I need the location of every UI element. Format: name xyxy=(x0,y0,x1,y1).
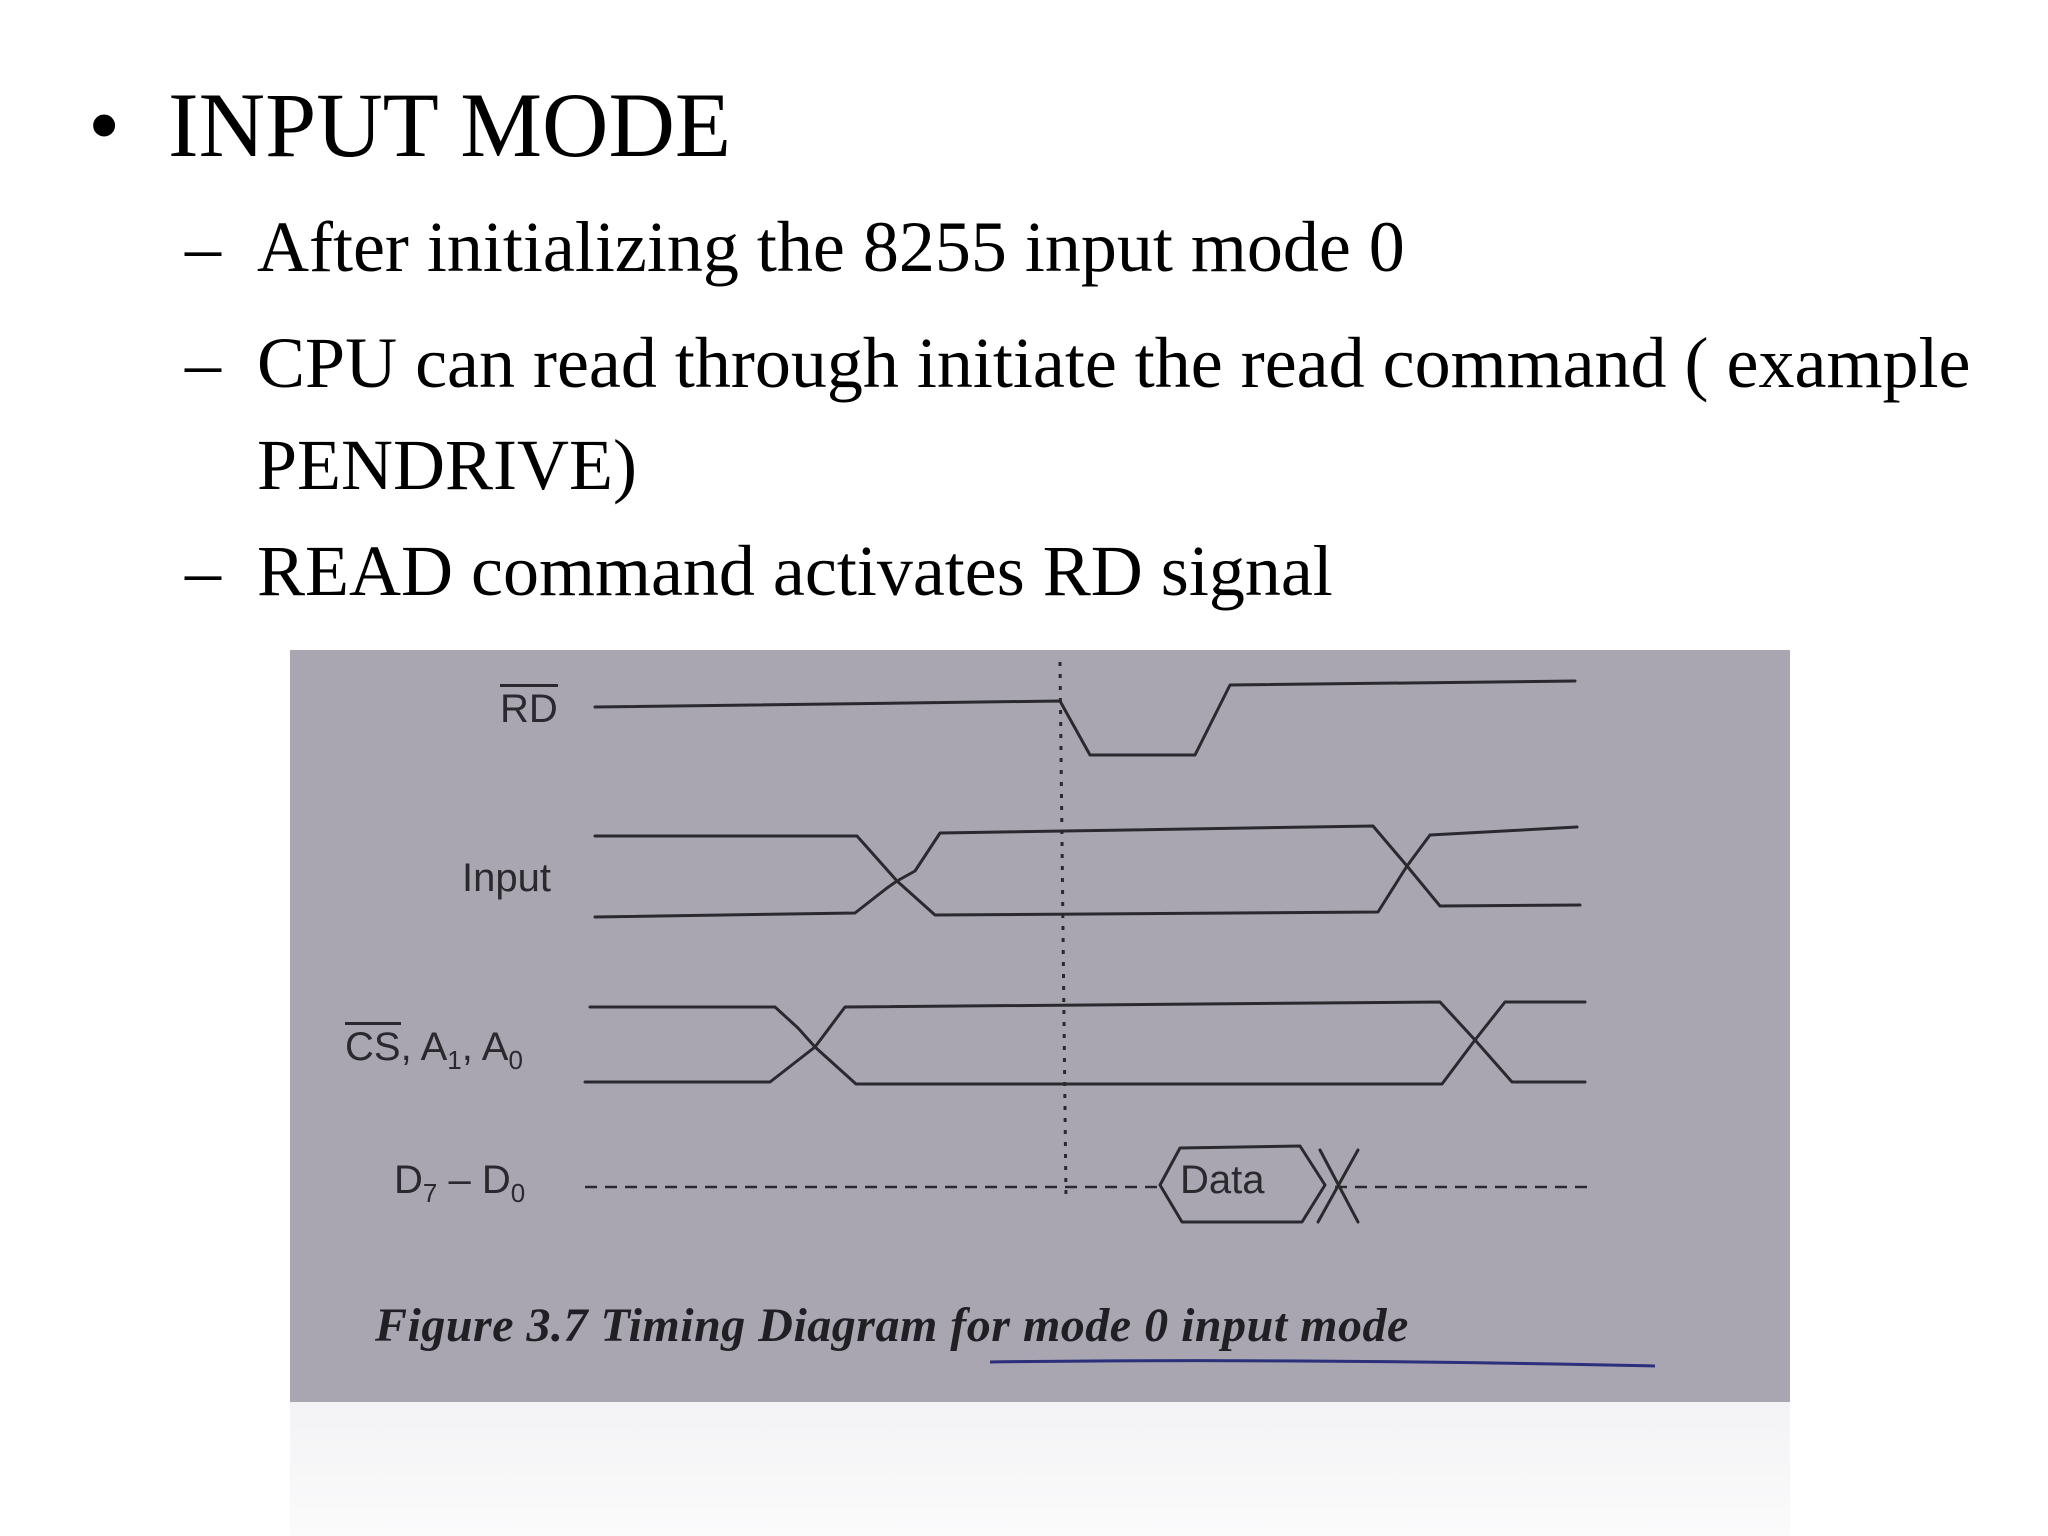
sub-point-text: CPU can read through initiate the read c… xyxy=(257,312,2017,516)
bullet-dot: • xyxy=(88,70,148,180)
input-waveform-lower xyxy=(595,866,1580,917)
figure-caption: Figure 3.7 Timing Diagram for mode 0 inp… xyxy=(375,1298,1409,1353)
cs-waveform-upper xyxy=(590,1002,1585,1047)
sub-point-text: After initializing the 8255 input mode 0 xyxy=(257,196,2017,298)
caption-underline xyxy=(990,1361,1655,1366)
dash: – xyxy=(185,312,245,414)
data-box-label: Data xyxy=(1180,1158,1265,1203)
read-marker-line xyxy=(1060,662,1066,1198)
dash: – xyxy=(185,196,245,298)
sub-point-text: READ command activates RD signal xyxy=(257,520,2017,622)
timing-diagram-figure: RD Input CS, A1, A0 D7 – D0 Data Figure … xyxy=(290,650,1790,1402)
dash: – xyxy=(185,520,245,622)
rd-waveform xyxy=(595,681,1575,755)
cs-waveform-lower xyxy=(585,1040,1585,1084)
rd-signal-label: RD xyxy=(500,684,558,731)
input-waveform-upper xyxy=(595,826,1577,881)
input-signal-label: Input xyxy=(462,856,551,901)
figure-bottom-shade xyxy=(290,1402,1790,1536)
d7-d0-signal-label: D7 – D0 xyxy=(394,1158,525,1209)
slide-heading: INPUT MODE xyxy=(168,70,731,180)
cs-bar-label: CS xyxy=(345,1022,401,1069)
cs-a1-a0-signal-label: CS, A1, A0 xyxy=(345,1025,523,1076)
